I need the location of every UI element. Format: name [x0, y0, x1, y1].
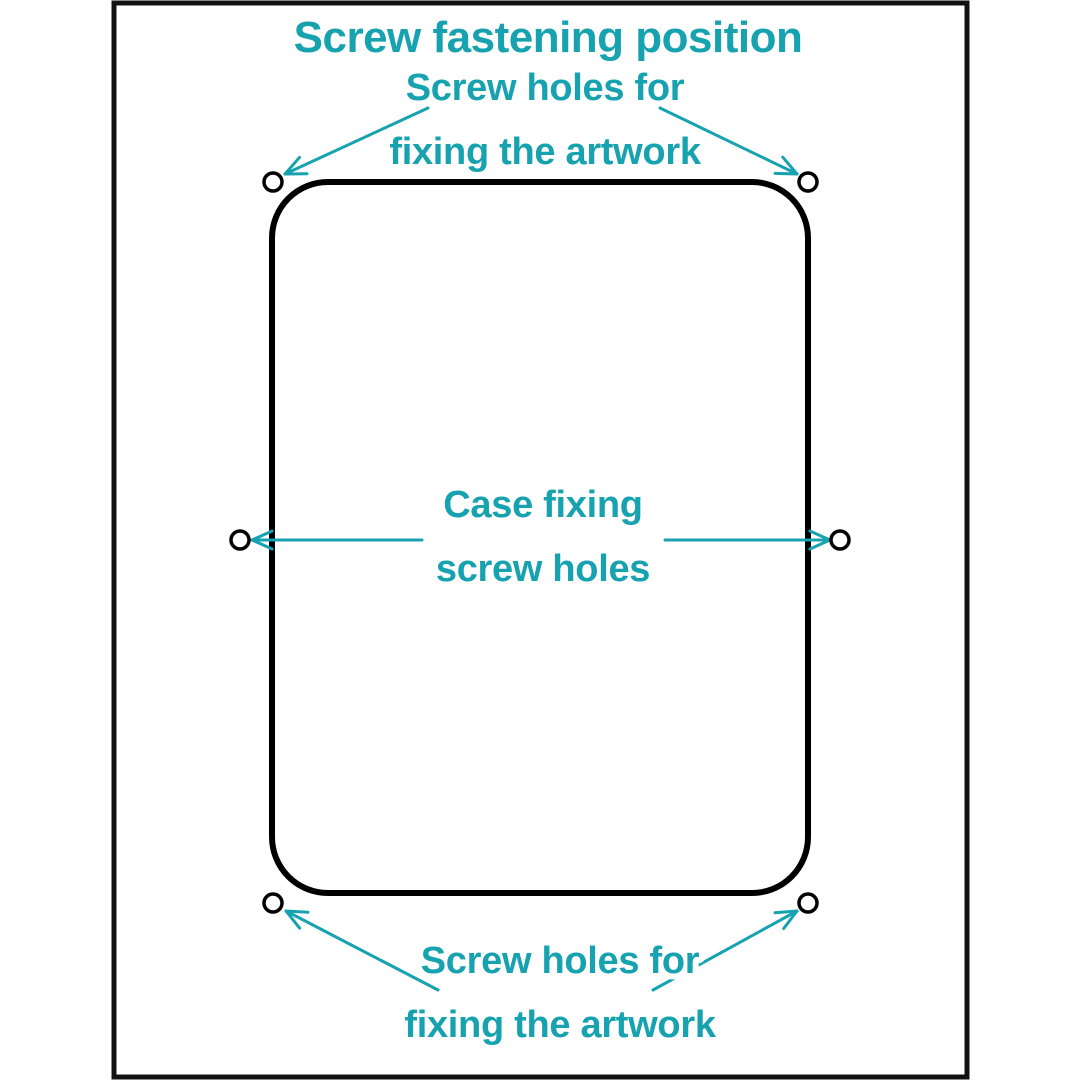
- center-label-line-1: Case fixing: [443, 484, 642, 526]
- top-label-line-2: fixing the artwork: [389, 131, 701, 173]
- center-label-line-2-halo: screw holes: [436, 548, 650, 590]
- screw-hole-layer: [229, 171, 851, 914]
- arrow-bottom-left-shaft: [284, 909, 440, 992]
- arrow-top-right-shaft: [658, 106, 799, 176]
- page-title: Screw fastening position: [294, 13, 803, 62]
- top-label-line-1: Screw holes for: [406, 67, 685, 109]
- top-label-line-2-halo: fixing the artwork: [389, 131, 701, 173]
- arrow-middle-left-head: [250, 529, 274, 551]
- hole-top-right: [797, 171, 819, 193]
- hole-middle-left: [229, 529, 251, 551]
- arrow-bottom-left-head: [284, 909, 310, 930]
- arrow-bottom-right-head: [773, 909, 799, 931]
- arrow-top-left-head: [283, 155, 309, 176]
- arrow-bottom-right-shaft: [651, 909, 799, 992]
- arrow-top-right: [658, 106, 799, 176]
- arrow-middle-left: [250, 529, 424, 551]
- bottom-label-line-2-halo: fixing the artwork: [404, 1004, 716, 1046]
- arrow-top-left: [283, 106, 430, 176]
- bottom-label-line-2: fixing the artwork: [404, 1004, 716, 1046]
- arrow-layer: [250, 106, 832, 992]
- arrow-top-left-shaft: [283, 106, 430, 176]
- hole-bottom-left: [262, 892, 284, 914]
- top-label-line-1-halo: Screw holes for: [406, 67, 685, 109]
- outer-border: [111, 0, 970, 1080]
- bottom-label-line-1: Screw holes for: [421, 940, 700, 982]
- arrow-bottom-right: [651, 909, 799, 992]
- arrow-bottom-left: [284, 909, 440, 992]
- arrow-top-right-head: [773, 155, 799, 176]
- hole-top-left: [262, 171, 284, 193]
- rounded-case-outline: [269, 179, 811, 896]
- center-label-line-1-halo: Case fixing: [443, 484, 642, 526]
- bottom-label-line-1-halo: Screw holes for: [421, 940, 700, 982]
- hole-bottom-right: [797, 892, 819, 914]
- hole-middle-right: [829, 529, 851, 551]
- center-label-line-2: screw holes: [436, 548, 650, 590]
